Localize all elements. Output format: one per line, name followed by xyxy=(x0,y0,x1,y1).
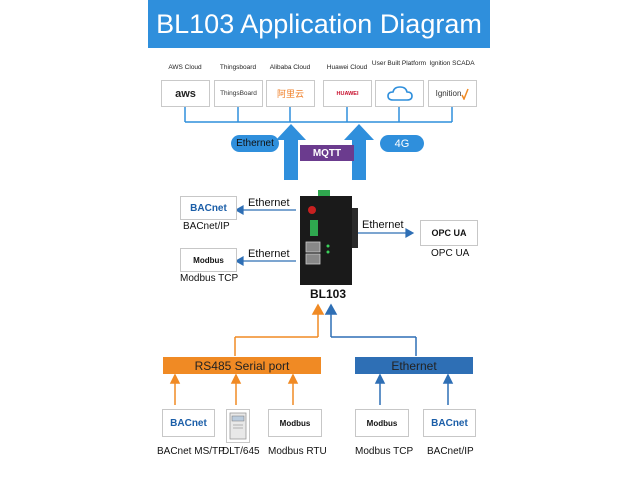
opc-ua-label: OPC UA xyxy=(431,248,470,259)
mqtt-label: MQTT xyxy=(312,147,342,159)
right-link xyxy=(358,227,415,239)
bacnet-mstp-box: BACnet xyxy=(162,409,215,437)
aws-logo: aws xyxy=(175,87,196,100)
cloud-label-aws: AWS Cloud xyxy=(168,64,202,71)
dlt645-meter-box xyxy=(226,409,250,443)
huawei-logo: HUAWEI xyxy=(336,90,359,97)
thingsboard-cloud-box: ThingsBoard xyxy=(214,80,263,107)
bl103-device xyxy=(296,190,358,285)
user-built-platform-box xyxy=(375,80,424,107)
bacnet-ip-box: BACnet xyxy=(180,196,237,220)
bacnet-ip-label: BACnet/IP xyxy=(183,221,230,232)
device-name: BL103 xyxy=(309,287,347,301)
opc-ua-link-label: Ethernet xyxy=(362,219,404,231)
cloud-icon xyxy=(386,85,413,101)
4g-uplink-label: 4G xyxy=(380,135,424,152)
ethernet-uplink-arrow xyxy=(276,124,306,180)
modbus-tcp-bottom-label: Modbus TCP xyxy=(355,446,414,457)
ignition-logo: Ignition xyxy=(435,89,462,98)
modbus-rtu-box: Modbus xyxy=(268,409,322,437)
cloud-label-thingsboard: Thingsboard xyxy=(219,64,257,71)
left-links xyxy=(234,204,296,267)
thingsboard-logo: ThingsBoard xyxy=(220,90,257,97)
power-meter-icon xyxy=(229,412,247,440)
cloud-label-huawei: Huawei Cloud xyxy=(326,64,368,71)
bacnet-mstp-label: BACnet MS/TP xyxy=(157,446,225,457)
modbus-rtu-logo: Modbus xyxy=(279,418,311,428)
bacnet-ip-bottom-logo: BACnet xyxy=(431,417,468,429)
modbus-tcp-link-label: Ethernet xyxy=(248,248,290,260)
4g-uplink-arrow xyxy=(344,124,374,180)
bacnet-logo: BACnet xyxy=(190,202,227,214)
bl103-device-image xyxy=(300,190,358,285)
ignition-cloud-box: Ignition xyxy=(428,80,477,107)
huawei-cloud-box: HUAWEI xyxy=(323,80,372,107)
cloud-bracket xyxy=(184,107,453,123)
title-banner: BL103 Application Diagram xyxy=(148,0,490,48)
alibaba-logo: 阿里云 xyxy=(276,89,304,99)
modbus-rtu-label: Modbus RTU xyxy=(268,446,327,457)
ethernet-feed xyxy=(324,303,454,405)
modbus-tcp-box: Modbus xyxy=(180,248,237,272)
ethernet-bar: Ethernet xyxy=(355,357,473,374)
modbus-tcp-label: Modbus TCP xyxy=(180,273,239,284)
cloud-label-alibaba: Alibaba Cloud xyxy=(269,64,311,71)
rs485-serial-label: RS485 Serial port xyxy=(194,358,290,373)
aws-cloud-box: aws xyxy=(161,80,210,107)
cloud-label-user-built: User Built Platform xyxy=(371,60,427,67)
ethernet-bar-label: Ethernet xyxy=(391,358,437,373)
modbus-tcp-bottom-logo: Modbus xyxy=(366,418,398,428)
modbus-logo: Modbus xyxy=(193,255,224,265)
rs485-serial-bar: RS485 Serial port xyxy=(163,357,321,374)
opc-ua-box: OPC UA xyxy=(420,220,478,246)
alibaba-cloud-box: 阿里云 xyxy=(266,80,315,107)
modbus-tcp-bottom-box: Modbus xyxy=(355,409,409,437)
opc-ua-logo: OPC UA xyxy=(431,228,467,238)
bacnet-mstp-logo: BACnet xyxy=(170,417,207,429)
page-title: BL103 Application Diagram xyxy=(156,8,482,39)
mqtt-logo: MQTT xyxy=(300,145,354,161)
bacnet-ip-bottom-box: BACnet xyxy=(423,409,476,437)
dlt645-label: DLT/645 xyxy=(222,446,260,457)
bacnet-ip-bottom-label: BACnet/IP xyxy=(427,446,474,457)
ignition-check-icon xyxy=(461,88,470,100)
bacnet-ip-link-label: Ethernet xyxy=(248,197,290,209)
ethernet-uplink-label: Ethernet xyxy=(231,135,279,152)
cloud-label-ignition: Ignition SCADA xyxy=(429,60,475,67)
serial-feed xyxy=(169,303,325,405)
